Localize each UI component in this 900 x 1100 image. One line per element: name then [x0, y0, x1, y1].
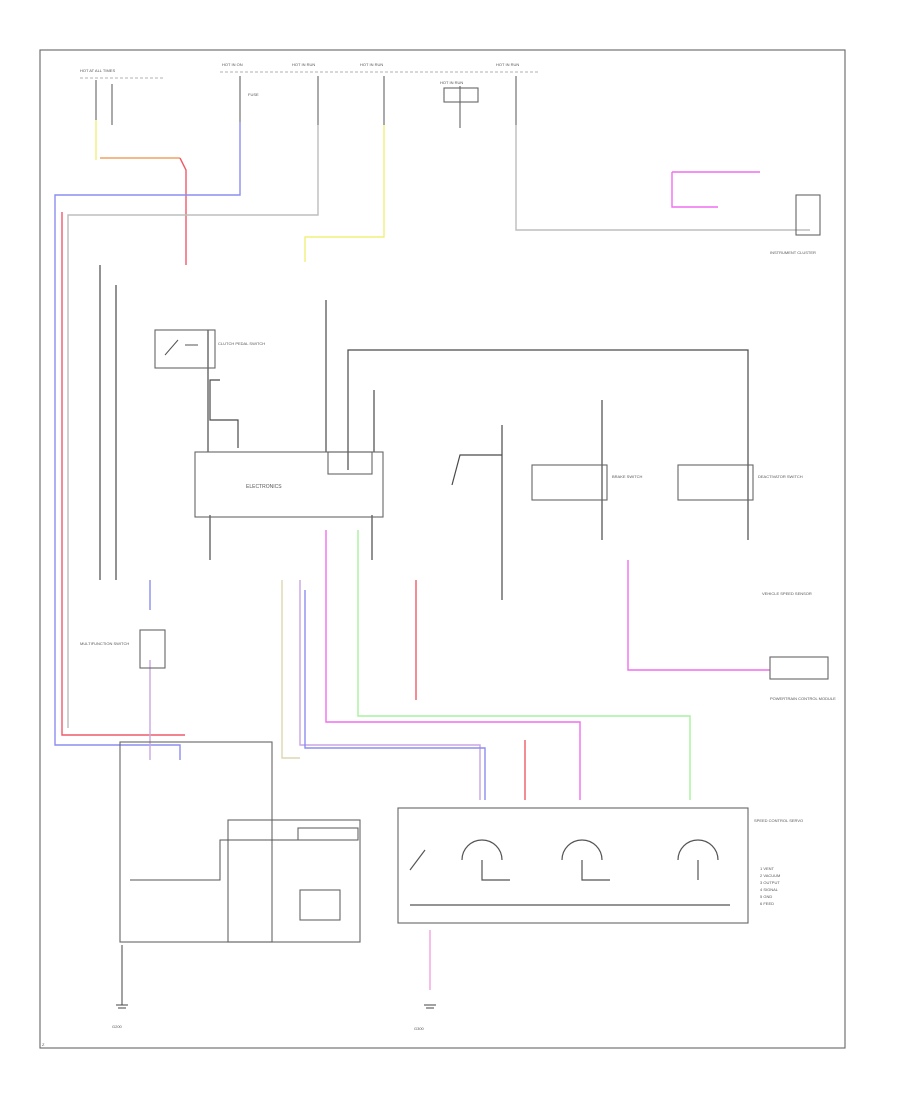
instrument-cluster-label: INSTRUMENT CLUSTER	[770, 250, 816, 255]
multifunction-label: MULTIFUNCTION SWITCH	[80, 641, 129, 646]
instrument-cluster-box	[795, 194, 821, 236]
servo-legend-6: 6 FEED	[760, 901, 774, 906]
fuse-caption: FUSE	[248, 92, 259, 97]
brake-switch-label: BRAKE SWITCH	[612, 474, 643, 479]
fuse-label-1: HOT AT ALL TIMES	[80, 68, 115, 73]
components: CLUTCH PEDAL SWITCH ELECTRONICS BRAKE SW…	[80, 194, 836, 943]
servo-legend-4: 4 SIGNAL	[760, 887, 779, 892]
fuse-label-2: HOT IN ON	[222, 62, 243, 67]
fuse-label-6: HOT IN RUN	[496, 62, 519, 67]
ground-left-label: G200	[112, 1024, 123, 1029]
servo-label: SPEED CONTROL SERVO	[754, 818, 803, 823]
pcm-label: POWERTRAIN CONTROL MODULE	[770, 696, 836, 701]
deactivator-box	[677, 464, 754, 501]
black-wires	[99, 265, 749, 600]
servo-legend-5: 5 GND	[760, 894, 772, 899]
servo-legend-1: 1 VENT	[760, 866, 775, 871]
servo-legend-2: 2 VACUUM	[760, 873, 780, 878]
left-lower-box	[119, 741, 273, 943]
deactivator-label: DEACTIVATOR SWITCH	[758, 474, 803, 479]
clutch-switch-label: CLUTCH PEDAL SWITCH	[218, 341, 265, 346]
servo-legend-3: 3 OUTPUT	[760, 880, 780, 885]
electronics-label: ELECTRONICS	[246, 484, 282, 490]
fuse-label-5: HOT IN RUN	[440, 80, 463, 85]
clutch-switch-box	[154, 329, 216, 369]
pcm-box	[769, 656, 829, 680]
footer-code: Z	[42, 1042, 45, 1047]
wires	[54, 120, 810, 990]
brake-switch-box	[531, 464, 608, 501]
servo-box	[397, 807, 749, 924]
electronics-box	[194, 451, 384, 518]
fuse-label-3: HOT IN RUN	[292, 62, 315, 67]
fuse-panel-top: HOT AT ALL TIMES HOT IN ON HOT IN RUN HO…	[80, 62, 540, 128]
ground-right-label: G300	[414, 1026, 425, 1031]
multifunction-box	[139, 629, 166, 669]
vss-label: VEHICLE SPEED SENSOR	[762, 591, 812, 596]
diagram-frame	[39, 49, 846, 1049]
grounds: G200 G300	[112, 945, 436, 1031]
fuse-label-4: HOT IN RUN	[360, 62, 383, 67]
